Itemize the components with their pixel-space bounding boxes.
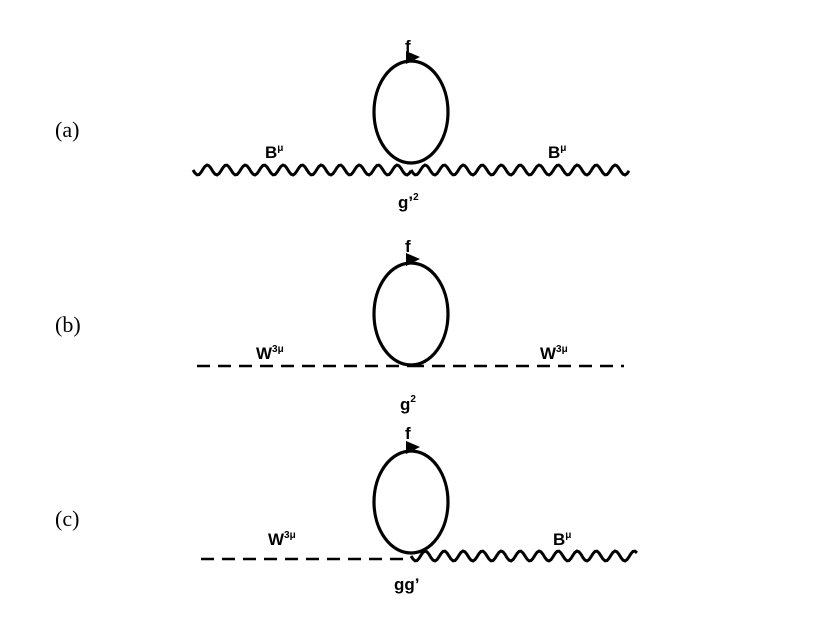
fermion-loop-c	[372, 449, 450, 555]
fermion-loop-a	[372, 59, 450, 165]
coupling-label-b: g2	[400, 394, 416, 414]
loop-label-b: f	[405, 237, 411, 256]
panel-label-a: (a)	[55, 117, 79, 142]
left-field-label-a: Bμ	[265, 143, 283, 162]
left-field-label-b: W3μ	[256, 344, 284, 363]
loop-label-a: f	[405, 37, 411, 56]
propagator-right-a	[409, 163, 631, 177]
right-field-label-c: Bμ	[553, 530, 571, 549]
loop-arrow-a	[406, 51, 420, 64]
panel-label-c: (c)	[55, 506, 79, 531]
left-field-label-c: W3μ	[268, 530, 296, 549]
propagator-right-c	[409, 549, 638, 563]
coupling-label-a: g’2	[398, 192, 419, 212]
diagram-c: (c) f W3μ Bμ gg’	[55, 424, 638, 594]
right-field-label-b: W3μ	[540, 344, 568, 363]
panel-label-b: (b)	[55, 312, 81, 337]
propagator-left-a	[191, 163, 413, 177]
coupling-label-c: gg’	[394, 575, 420, 594]
diagram-b: (b) f W3μ W3μ g2	[55, 237, 624, 414]
diagram-a: (a) f Bμ Bμ g’2	[55, 37, 631, 212]
loop-label-c: f	[405, 424, 411, 443]
loop-arrow-c	[406, 441, 420, 454]
fermion-loop-b	[372, 261, 450, 367]
loop-arrow-b	[406, 253, 420, 266]
right-field-label-a: Bμ	[548, 143, 566, 162]
